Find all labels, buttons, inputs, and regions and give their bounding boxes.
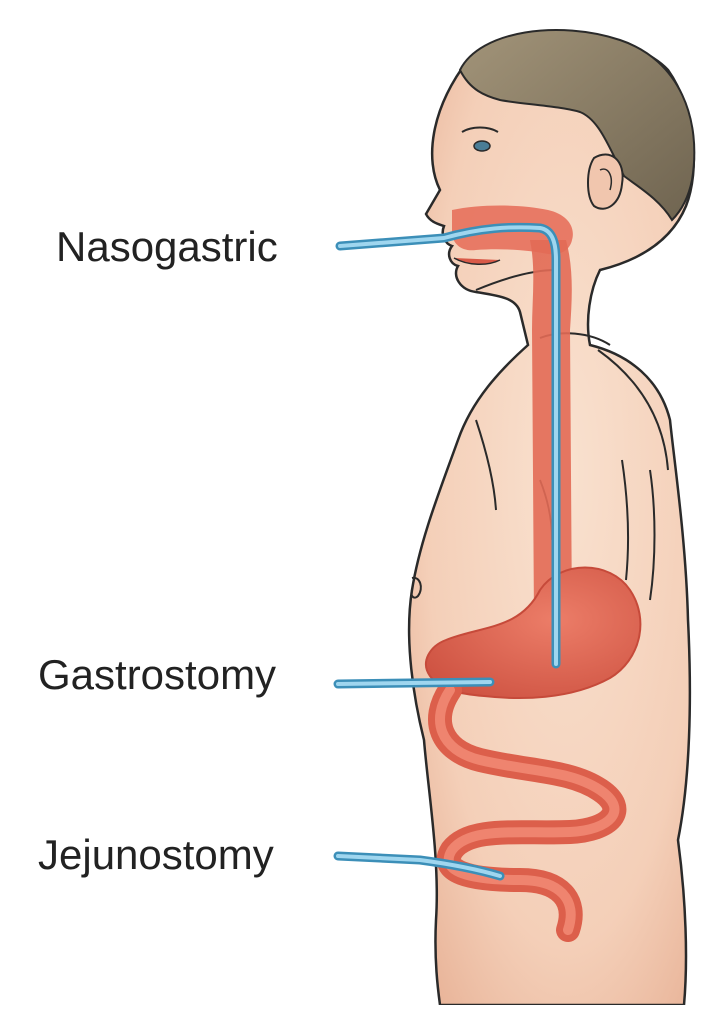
ear — [588, 154, 623, 208]
label-jejunostomy: Jejunostomy — [38, 834, 274, 876]
gastrostomy-tube-core — [338, 682, 490, 684]
label-nasogastric: Nasogastric — [56, 226, 278, 268]
eye-icon — [474, 141, 490, 151]
esophagus — [530, 240, 572, 620]
label-gastrostomy: Gastrostomy — [38, 654, 276, 696]
